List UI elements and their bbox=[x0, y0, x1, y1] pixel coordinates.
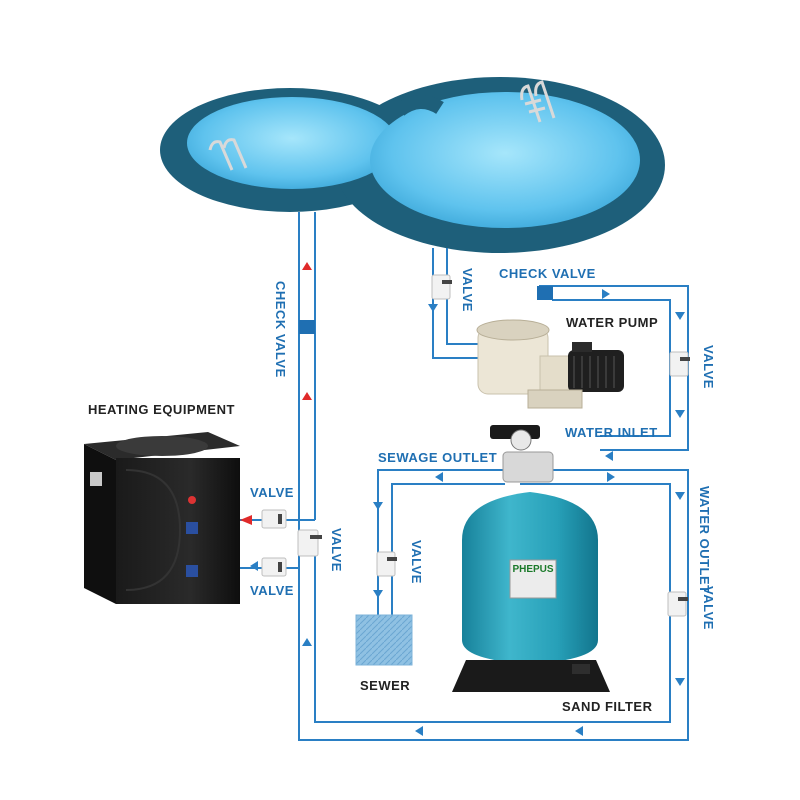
pump-base bbox=[528, 390, 582, 408]
flow-arrow bbox=[675, 312, 685, 320]
valve-icon bbox=[262, 558, 286, 576]
flow-arrow bbox=[415, 726, 423, 736]
pool-right-water bbox=[370, 92, 640, 228]
water-inlet-label: WATER INLET bbox=[565, 425, 658, 440]
valve-label: VALVE bbox=[250, 583, 294, 598]
valve-label: VALVE bbox=[701, 345, 716, 389]
check-valve-icon bbox=[299, 320, 315, 334]
filter-brand: PHEPUS bbox=[512, 564, 553, 575]
heating-equipment-label: HEATING EQUIPMENT bbox=[88, 402, 235, 417]
flow-arrow bbox=[675, 410, 685, 418]
valve-icon bbox=[668, 592, 686, 616]
valve-icon bbox=[670, 352, 688, 376]
flow-arrow bbox=[575, 726, 583, 736]
sewage-outlet-label: SEWAGE OUTLET bbox=[378, 450, 497, 465]
valve-label: VALVE bbox=[460, 268, 475, 312]
check-valve-label: CHECK VALVE bbox=[273, 281, 288, 378]
valve-label: VALVE bbox=[329, 528, 344, 572]
flow-arrow bbox=[373, 590, 383, 598]
flow-arrow bbox=[675, 492, 685, 500]
flow-arrow bbox=[435, 472, 443, 482]
pump-body bbox=[540, 356, 570, 392]
pressure-gauge-icon bbox=[511, 430, 531, 450]
water-outlet-label: WATER OUTLET bbox=[697, 486, 712, 594]
flow-arrow bbox=[602, 289, 610, 299]
flow-arrow bbox=[250, 561, 258, 571]
sewer-icon bbox=[356, 615, 412, 665]
sand-filter: PHEPUS bbox=[452, 425, 610, 692]
valve-icon bbox=[298, 530, 318, 556]
sewer-label: SEWER bbox=[360, 678, 410, 693]
multiport-valve bbox=[503, 452, 553, 482]
check-valve-icon bbox=[537, 286, 553, 300]
valve-icon bbox=[432, 275, 450, 299]
valve-label: VALVE bbox=[250, 485, 294, 500]
heat-pump-unit bbox=[84, 432, 240, 604]
pump-motor bbox=[568, 350, 624, 392]
hot-arrow bbox=[302, 392, 312, 400]
heater-left-side bbox=[84, 444, 116, 604]
flow-arrow bbox=[302, 638, 312, 646]
valve-icon bbox=[262, 510, 286, 528]
swimming-pool bbox=[160, 77, 665, 253]
sand-filter-label: SAND FILTER bbox=[562, 699, 653, 714]
heater-front bbox=[116, 458, 240, 604]
check-valve-label: CHECK VALVE bbox=[499, 266, 596, 281]
flow-arrow bbox=[607, 472, 615, 482]
water-pump-label: WATER PUMP bbox=[566, 315, 658, 330]
valve-icon bbox=[377, 552, 395, 576]
valve-label: VALVE bbox=[701, 586, 716, 630]
flow-arrow bbox=[373, 502, 383, 510]
flow-arrow bbox=[675, 678, 685, 686]
pool-divider bbox=[400, 102, 440, 110]
water-pump bbox=[477, 320, 624, 408]
hot-arrow bbox=[302, 262, 312, 270]
heater-display bbox=[90, 472, 102, 486]
valve-label: VALVE bbox=[409, 540, 424, 584]
flow-arrow bbox=[428, 304, 438, 312]
pump-lid bbox=[477, 320, 549, 340]
flow-arrow bbox=[605, 451, 613, 461]
hot-arrow bbox=[240, 515, 252, 525]
